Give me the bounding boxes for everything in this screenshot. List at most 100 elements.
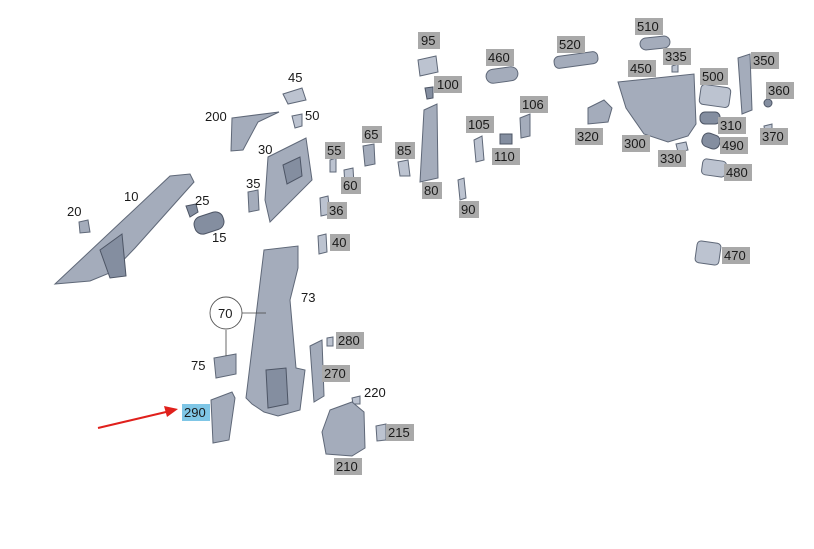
label-460[interactable]: 460 [488, 50, 510, 65]
part-trim-200[interactable] [230, 111, 280, 152]
label-40[interactable]: 40 [332, 235, 346, 250]
part-90[interactable] [457, 177, 467, 201]
part-a-pillar-end [99, 233, 127, 279]
label-450[interactable]: 450 [630, 61, 652, 76]
label-520[interactable]: 520 [559, 37, 581, 52]
part-55[interactable] [329, 157, 337, 173]
part-360[interactable] [763, 98, 773, 108]
label-330[interactable]: 330 [660, 151, 682, 166]
part-290[interactable] [210, 391, 236, 444]
label-270[interactable]: 270 [324, 366, 346, 381]
label-85[interactable]: 85 [397, 143, 411, 158]
part-500[interactable] [698, 84, 732, 108]
label-box-80 [422, 182, 442, 199]
part-45[interactable] [282, 87, 307, 105]
label-65[interactable]: 65 [364, 127, 378, 142]
part-85[interactable] [397, 159, 411, 177]
part-b-pillar-73-inner [265, 367, 289, 409]
label-106[interactable]: 106 [522, 97, 544, 112]
label-500[interactable]: 500 [702, 69, 724, 84]
part-215[interactable] [375, 423, 387, 442]
part-50[interactable] [291, 113, 303, 129]
part-280[interactable] [326, 336, 334, 347]
part-470[interactable] [694, 240, 722, 266]
label-215[interactable]: 215 [388, 425, 410, 440]
label-10[interactable]: 10 [124, 189, 138, 204]
label-45[interactable]: 45 [288, 70, 302, 85]
label-220[interactable]: 220 [364, 385, 386, 400]
label-20[interactable]: 20 [67, 204, 81, 219]
part-35[interactable] [247, 189, 260, 213]
part-a-pillar[interactable] [53, 173, 195, 285]
label-90[interactable]: 90 [461, 202, 475, 217]
label-320[interactable]: 320 [577, 129, 599, 144]
label-335[interactable]: 335 [665, 49, 687, 64]
label-370[interactable]: 370 [762, 129, 784, 144]
part-95[interactable] [417, 55, 439, 77]
label-480[interactable]: 480 [726, 165, 748, 180]
label-box-520 [557, 36, 585, 53]
part-40[interactable] [317, 233, 328, 255]
part-320[interactable] [587, 99, 613, 125]
label-box-100 [434, 76, 462, 93]
label-25[interactable]: 25 [195, 193, 209, 208]
part-106[interactable] [519, 113, 531, 139]
label-75[interactable]: 75 [191, 358, 205, 373]
label-36[interactable]: 36 [329, 203, 343, 218]
part-b-pillar-73[interactable] [245, 245, 306, 417]
label-35[interactable]: 35 [246, 176, 260, 191]
label-350[interactable]: 350 [753, 53, 775, 68]
label-30[interactable]: 30 [258, 142, 272, 157]
label-110[interactable]: 110 [494, 149, 515, 164]
label-470[interactable]: 470 [724, 248, 746, 263]
label-box-95 [418, 32, 440, 49]
label-310[interactable]: 310 [720, 118, 742, 133]
label-360[interactable]: 360 [768, 83, 790, 98]
label-box-350 [751, 52, 779, 69]
label-box-480 [724, 164, 752, 181]
label-200[interactable]: 200 [205, 109, 227, 124]
part-270[interactable] [309, 339, 325, 403]
part-520[interactable] [553, 51, 599, 69]
part-490[interactable] [700, 131, 722, 150]
part-460[interactable] [485, 66, 519, 84]
label-280[interactable]: 280 [338, 333, 360, 348]
label-55[interactable]: 55 [327, 143, 341, 158]
part-310[interactable] [699, 111, 721, 125]
label-box-280 [336, 332, 364, 349]
label-50[interactable]: 50 [305, 108, 319, 123]
label-60[interactable]: 60 [343, 178, 357, 193]
part-75[interactable] [213, 353, 237, 379]
part-cap-15[interactable] [192, 210, 226, 236]
label-210[interactable]: 210 [336, 459, 358, 474]
label-300[interactable]: 300 [624, 136, 646, 151]
label-box-60 [341, 177, 361, 194]
part-clip-20[interactable] [78, 219, 91, 234]
part-65[interactable] [362, 143, 376, 167]
part-c-pillar-80[interactable] [419, 103, 439, 183]
label-box-370 [760, 128, 788, 145]
label-490[interactable]: 490 [722, 138, 744, 153]
label-box-310 [718, 117, 746, 134]
label-box-110 [492, 148, 520, 165]
label-73[interactable]: 73 [301, 290, 315, 305]
label-70[interactable]: 70 [218, 306, 232, 321]
part-350[interactable] [737, 53, 753, 115]
part-335[interactable] [671, 63, 679, 73]
label-105[interactable]: 105 [468, 117, 490, 132]
part-300[interactable] [617, 73, 697, 143]
part-110[interactable] [499, 133, 513, 145]
label-15[interactable]: 15 [212, 230, 226, 245]
label-80[interactable]: 80 [424, 183, 438, 198]
label-290-selected[interactable]: 290 [184, 405, 206, 420]
part-105[interactable] [473, 135, 485, 163]
part-210[interactable] [321, 401, 366, 457]
label-95[interactable]: 95 [421, 33, 435, 48]
label-100[interactable]: 100 [437, 77, 459, 92]
part-510[interactable] [639, 35, 671, 51]
part-100[interactable] [424, 86, 434, 100]
part-screw-25[interactable] [185, 203, 199, 218]
label-510[interactable]: 510 [637, 19, 659, 34]
part-330[interactable] [675, 141, 689, 153]
part-480[interactable] [701, 158, 727, 178]
